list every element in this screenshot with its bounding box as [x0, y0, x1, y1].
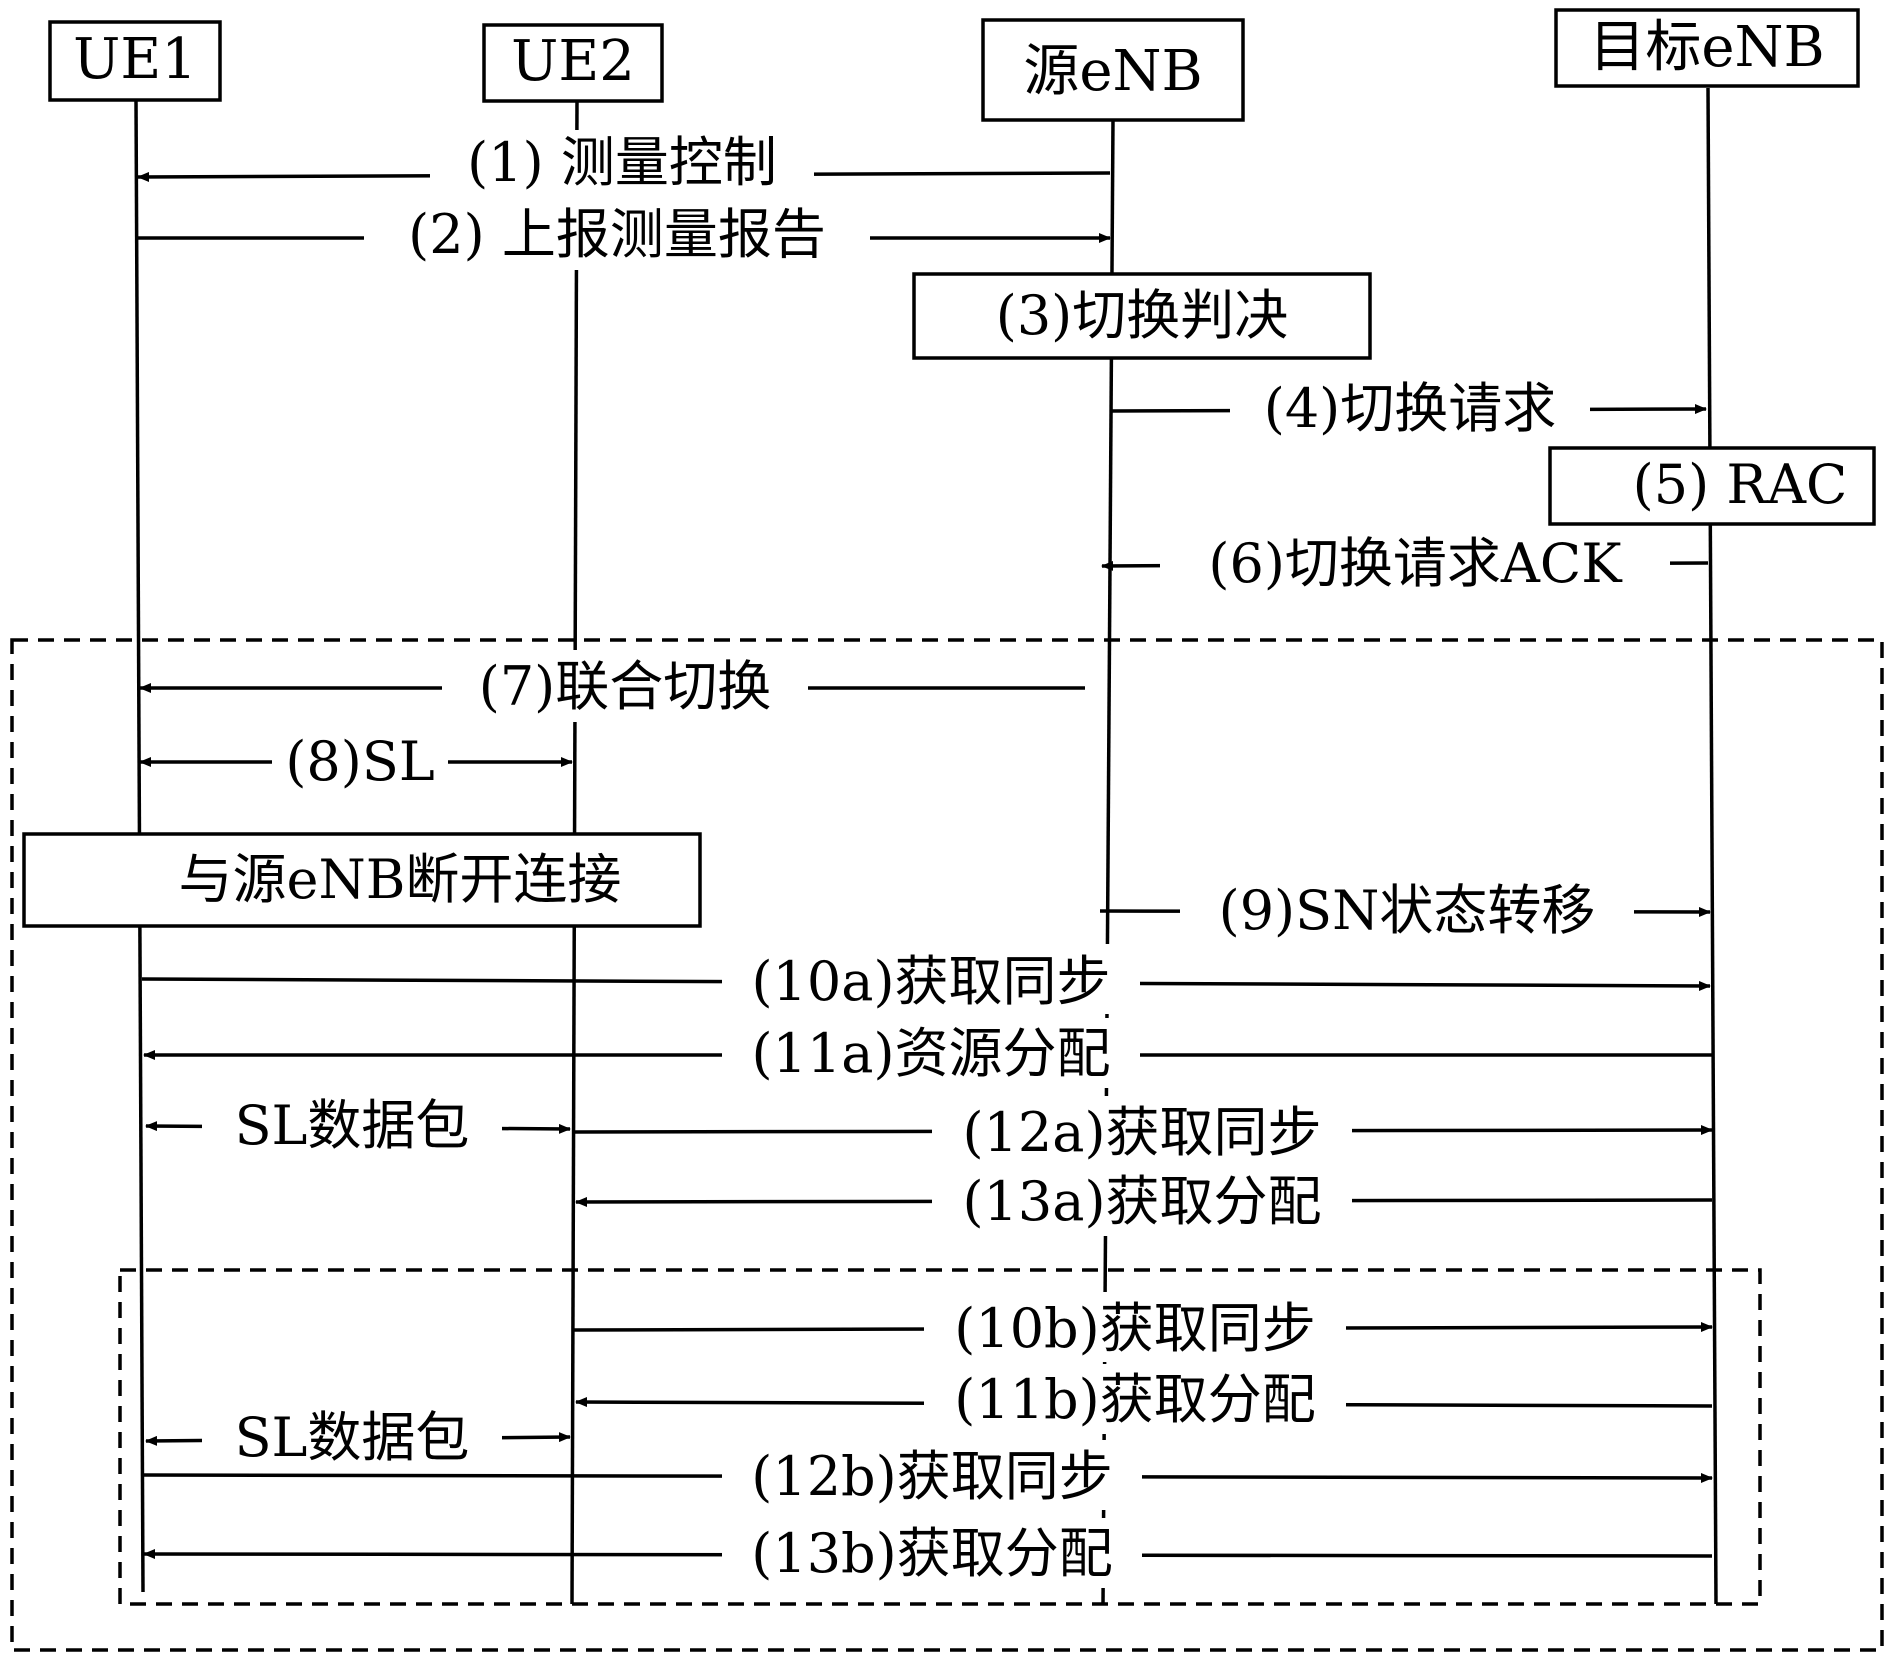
- label-m13b: (13b)获取分配: [751, 1522, 1112, 1585]
- label-bg-m12a: [932, 1096, 1352, 1166]
- rac-label: (5) RAC: [1633, 453, 1848, 516]
- rac-box: [1548, 446, 1876, 526]
- label-bg-m13a: [932, 1166, 1352, 1236]
- label-m9: (9)SN状态转移: [1219, 879, 1596, 942]
- entity-box-ue1: [48, 20, 222, 102]
- entity-box-ue2: [482, 23, 664, 103]
- label-sl-packet-a: SL数据包: [235, 1094, 470, 1157]
- label-sl-packet-b: SL数据包: [235, 1406, 470, 1469]
- label-bg-m4: [1230, 374, 1590, 444]
- label-m8: (8)SL: [285, 730, 434, 793]
- disconnect-box: [22, 832, 702, 928]
- label-bg-m10b: [924, 1292, 1346, 1362]
- label-bg-m9: [1180, 874, 1634, 944]
- label-m10a: (10a)获取同步: [751, 950, 1110, 1013]
- label-m2: (2) 上报测量报告: [408, 203, 826, 266]
- lifeline-target-enb: [1706, 87, 1718, 1605]
- label-m1: (1) 测量控制: [467, 131, 777, 194]
- label-bg-m6: [1160, 528, 1670, 598]
- label-bg-sl-a: [202, 1090, 502, 1160]
- label-m10b: (10b)获取同步: [954, 1297, 1315, 1360]
- label-bg-m12b: [722, 1440, 1142, 1510]
- label-bg-m11a: [722, 1018, 1140, 1088]
- label-m12b: (12b)获取同步: [751, 1445, 1112, 1508]
- decision-label: (3)切换判决: [996, 284, 1289, 347]
- label-bg-sl-b: [202, 1402, 502, 1472]
- entity-box-target-enb: [1554, 8, 1860, 88]
- label-m7: (7)联合切换: [479, 655, 772, 718]
- entity-label-source-enb: 源eNB: [1023, 39, 1202, 104]
- label-m6: (6)切换请求ACK: [1208, 532, 1623, 595]
- label-bg-m10a: [722, 944, 1140, 1014]
- joint-handover-frame: [10, 638, 1884, 1652]
- label-bg-m13b: [722, 1518, 1142, 1588]
- label-bg-m11b: [924, 1364, 1346, 1434]
- label-m4: (4)切换请求: [1264, 377, 1557, 440]
- entity-label-ue1: UE1: [73, 27, 197, 92]
- disconnect-label: 与源eNB断开连接: [179, 848, 622, 911]
- label-bg-m2: [364, 200, 870, 270]
- entity-box-source-enb: [981, 18, 1245, 122]
- second-phase-frame: [118, 1268, 1762, 1606]
- label-m12a: (12a)获取同步: [962, 1101, 1321, 1164]
- label-m11b: (11b)获取分配: [954, 1368, 1315, 1431]
- entity-label-target-enb: 目标eNB: [1589, 15, 1824, 80]
- label-m13a: (13a)获取分配: [962, 1170, 1321, 1233]
- label-bg-m1: [430, 130, 814, 200]
- label-bg-m7: [442, 650, 808, 722]
- label-m11a: (11a)资源分配: [751, 1022, 1110, 1085]
- entity-label-ue2: UE2: [511, 29, 635, 94]
- label-bg-m8: [272, 726, 448, 796]
- decision-box: [912, 272, 1372, 360]
